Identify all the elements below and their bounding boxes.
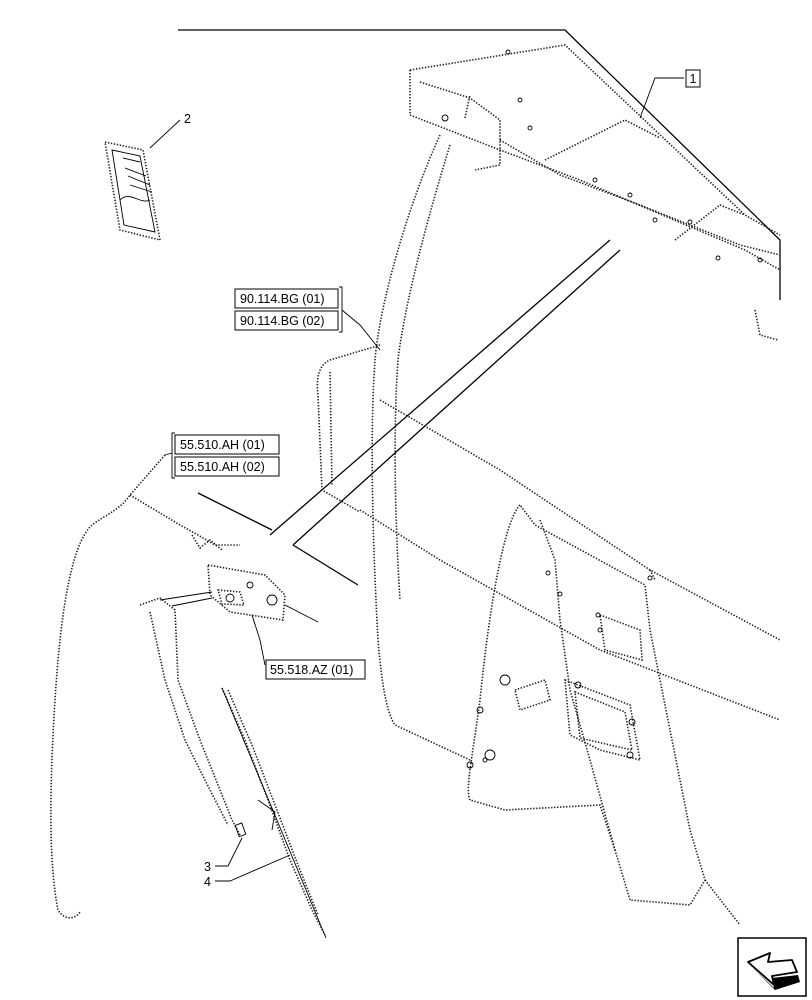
ref-55-510-ah-01[interactable]: 55.510.AH (01) (180, 438, 265, 452)
callout-3-label: 3 (204, 860, 211, 874)
ref-group-90-114-bg: 90.114.BG (01) 90.114.BG (02) (234, 286, 343, 333)
ref-90-114-bg-01[interactable]: 90.114.BG (01) (240, 292, 325, 306)
wiper-harness (50, 454, 240, 919)
wiper-blade (221, 687, 327, 939)
callout-1: 1 (685, 69, 701, 88)
ref-55-518-az-01[interactable]: 55.518.AZ (01) (270, 663, 353, 677)
ref-group-55-518-az: 55.518.AZ (01) (265, 659, 366, 680)
ref-90-114-bg-02[interactable]: 90.114.BG (02) (240, 314, 325, 328)
operator-manual (104, 140, 162, 242)
callout-1-label: 1 (690, 72, 697, 86)
ref-group-55-510-ah: 55.510.AH (01) 55.510.AH (02) (171, 432, 280, 479)
leader-lines (149, 77, 684, 882)
wiper-motor (207, 564, 319, 623)
wiper-arm (139, 591, 247, 838)
cab-structure (178, 29, 781, 926)
callout-4-label: 4 (204, 875, 211, 889)
callout-2-label: 2 (184, 112, 191, 126)
arrow-back-icon[interactable] (737, 937, 807, 997)
ref-55-510-ah-02[interactable]: 55.510.AH (02) (180, 460, 265, 474)
